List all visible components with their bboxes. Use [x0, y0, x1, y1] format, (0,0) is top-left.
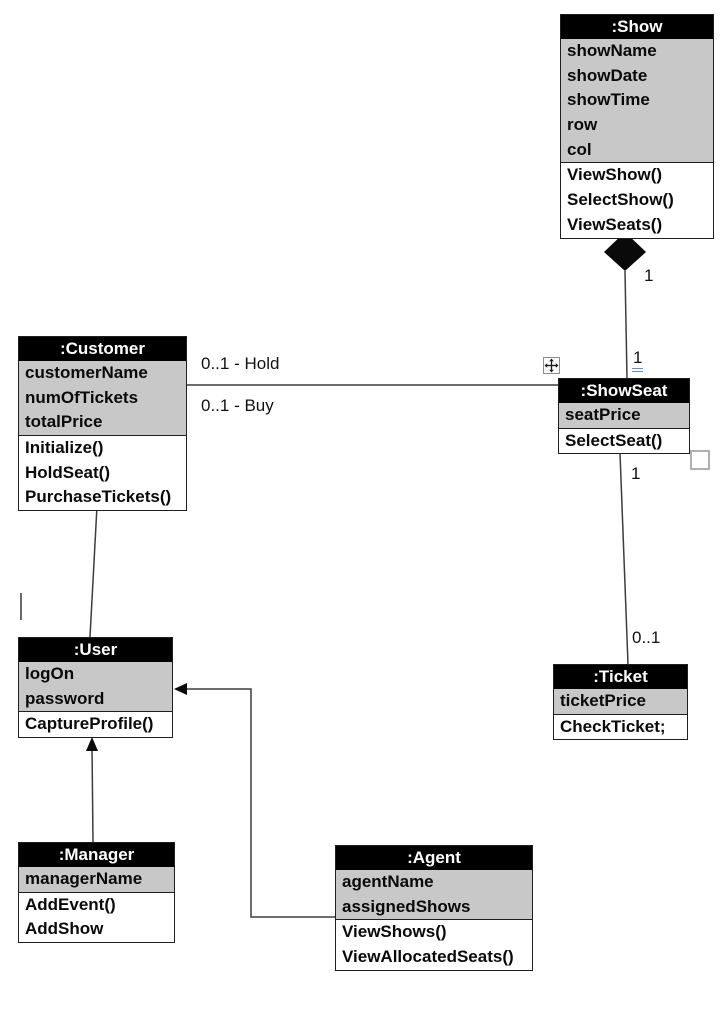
attribute: numOfTickets [25, 387, 139, 407]
method: SelectSeat() [565, 430, 663, 450]
class-customer-methods: Initialize() HoldSeat() PurchaseTickets(… [19, 435, 186, 511]
attribute: seatPrice [565, 405, 641, 424]
class-show-title: :Show [561, 15, 713, 39]
label-buy-association: 0..1 - Buy [201, 396, 274, 415]
label-showseat-ticket-multiplicity-far: 0..1 [632, 628, 661, 647]
class-customer-attributes: customerName numOfTickets totalPrice [19, 361, 186, 436]
class-showseat[interactable]: :ShowSeat seatPrice SelectSeat() [558, 378, 690, 455]
class-showseat-title: :ShowSeat [559, 379, 689, 403]
label-hold-association: 0..1 - Hold [201, 354, 280, 373]
method: CaptureProfile() [25, 714, 154, 734]
class-manager-attributes: managerName [19, 867, 174, 892]
class-agent-attributes: agentName assignedShows [336, 870, 532, 920]
method: AddShow [25, 919, 104, 939]
move-handle-icon[interactable] [543, 357, 560, 374]
class-user[interactable]: :User logOn password CaptureProfile() [18, 637, 173, 739]
class-user-attributes: logOn password [19, 662, 172, 712]
connector-customer-user [89, 505, 98, 638]
class-ticket-attributes: ticketPrice [554, 689, 687, 714]
attribute: logOn [25, 664, 75, 683]
attribute: agentName [342, 872, 434, 891]
attribute: assignedShows [342, 896, 471, 916]
attribute: showName [567, 41, 657, 60]
method: HoldSeat() [25, 462, 110, 482]
class-user-methods: CaptureProfile() [19, 711, 172, 738]
class-show-attributes: showName showDate showTime row col [561, 39, 713, 163]
method: SelectShow() [567, 190, 674, 210]
class-customer-title: :Customer [19, 337, 186, 361]
attribute: row [567, 115, 598, 135]
class-customer[interactable]: :Customer customerName numOfTickets tota… [18, 336, 187, 512]
attribute: totalPrice [25, 412, 103, 432]
method: AddEvent() [25, 894, 116, 914]
label-composition-multiplicity-near: 1 [644, 266, 654, 285]
class-show[interactable]: :Show showName showDate showTime row col… [560, 14, 714, 239]
text-caret [20, 593, 22, 620]
label-composition-multiplicity-far: 1 [632, 348, 644, 372]
class-ticket-methods: CheckTicket; [554, 713, 687, 740]
class-agent-methods: ViewShows() ViewAllocatedSeats() [336, 919, 532, 970]
connector-agent-user [186, 688, 337, 918]
class-ticket-title: :Ticket [554, 665, 687, 689]
label-showseat-ticket-multiplicity-near: 1 [631, 464, 641, 483]
class-show-methods: ViewShow() SelectShow() ViewSeats() [561, 162, 713, 238]
attribute: password [25, 688, 105, 708]
method: PurchaseTickets() [25, 487, 172, 507]
attribute: ticketPrice [560, 691, 646, 710]
class-manager-title: :Manager [19, 843, 174, 867]
class-agent-title: :Agent [336, 846, 532, 870]
class-user-title: :User [19, 638, 172, 662]
class-showseat-attributes: seatPrice [559, 403, 689, 428]
arrowhead-manager-user-icon [86, 737, 98, 751]
attribute: showDate [567, 65, 648, 85]
method: CheckTicket; [560, 716, 666, 736]
connector-showseat-ticket [619, 452, 629, 665]
attribute: showTime [567, 90, 650, 110]
method: ViewAllocatedSeats() [342, 947, 514, 967]
class-manager-methods: AddEvent() AddShow [19, 891, 174, 943]
connector-show-showseat [624, 270, 628, 379]
class-agent[interactable]: :Agent agentName assignedShows ViewShows… [335, 845, 533, 971]
method: Initialize() [25, 438, 104, 458]
arrowhead-agent-user-icon [174, 683, 187, 695]
attribute: managerName [25, 869, 143, 888]
selection-handle[interactable] [690, 450, 710, 470]
method: ViewSeats() [567, 214, 663, 234]
method: ViewShows() [342, 922, 447, 942]
attribute: customerName [25, 363, 148, 382]
class-showseat-methods: SelectSeat() [559, 427, 689, 454]
class-manager[interactable]: :Manager managerName AddEvent() AddShow [18, 842, 175, 944]
connector-manager-user [91, 745, 94, 843]
grammar-underlined-multiplicity: 1 [632, 348, 644, 372]
class-ticket[interactable]: :Ticket ticketPrice CheckTicket; [553, 664, 688, 741]
method: ViewShow() [567, 165, 663, 185]
attribute: col [567, 139, 592, 159]
composition-diamond-icon [604, 232, 646, 271]
